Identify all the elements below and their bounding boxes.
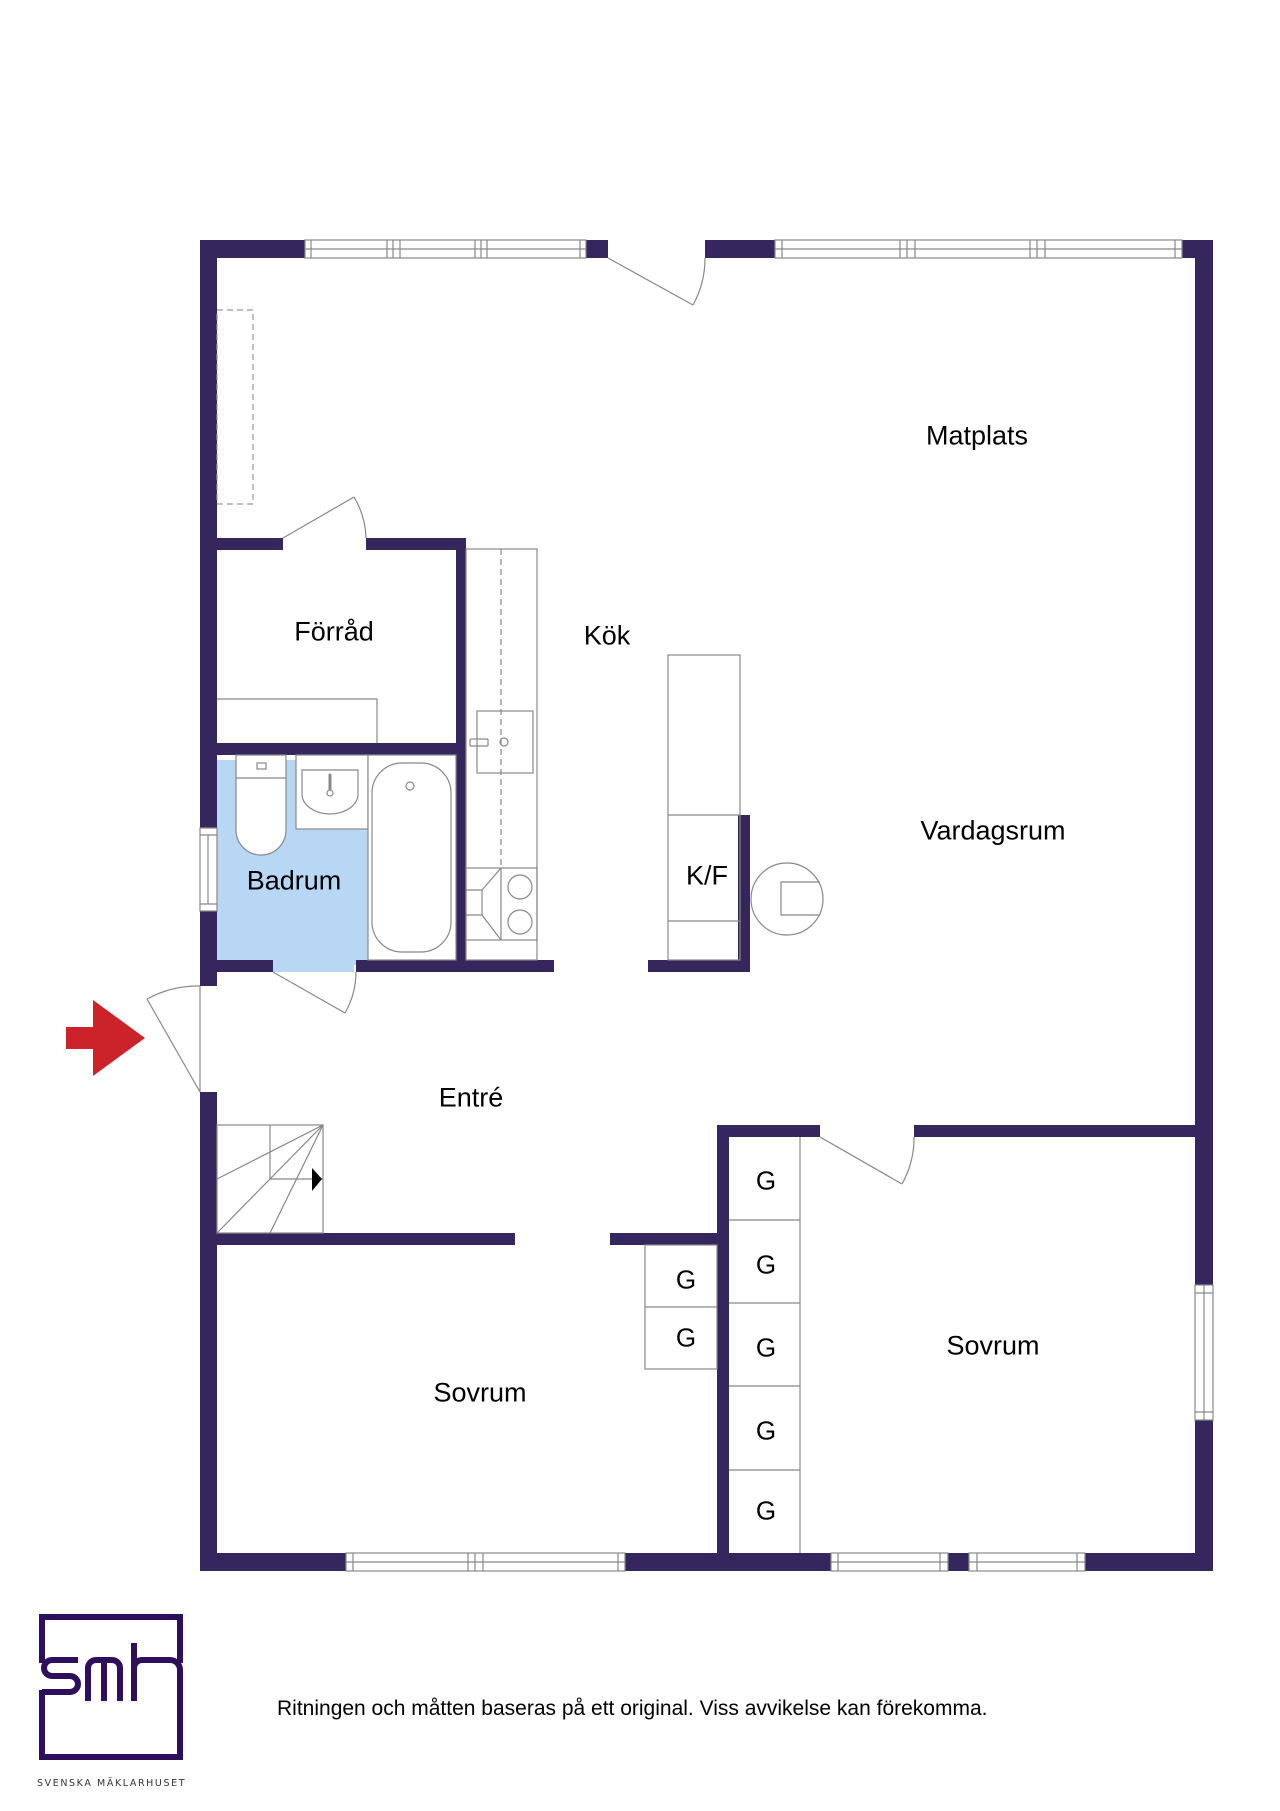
dashed-closet: [216, 309, 254, 505]
entry-arrow-icon: [66, 1000, 145, 1076]
wardrobe-label: G: [755, 1415, 777, 1446]
room-label-sovrum-right: Sovrum: [946, 1330, 1040, 1361]
logo-tagline: SVENSKA MÄKLARHUSET: [37, 1778, 187, 1789]
doors: [146, 257, 915, 1185]
room-label-badrum: Badrum: [246, 865, 342, 896]
logo-letters: [41, 1643, 183, 1701]
disclaimer-note: Ritningen och måtten baseras på ett orig…: [277, 1697, 988, 1720]
kitchen-counter: [465, 548, 538, 961]
room-label-kf: K/F: [685, 860, 729, 891]
room-label-entre: Entré: [438, 1082, 504, 1113]
wardrobe-label: G: [675, 1264, 697, 1295]
room-label-kok: Kök: [583, 620, 631, 651]
room-label-vardagsrum: Vardagsrum: [920, 815, 1066, 846]
wardrobe-label: G: [755, 1249, 777, 1280]
bathroom-fixtures: [235, 754, 457, 961]
wardrobe-label: G: [675, 1322, 697, 1353]
wardrobe-label: G: [755, 1495, 777, 1526]
room-label-matplats: Matplats: [925, 420, 1029, 451]
wardrobes: [644, 1137, 801, 1553]
fridge-freezer-column: [667, 654, 741, 961]
logo-frame: [39, 1614, 183, 1760]
room-label-forrad: Förråd: [294, 616, 374, 647]
outer-walls: [200, 240, 1213, 1571]
staircase: [216, 1124, 324, 1234]
interior-walls: [217, 538, 1213, 1571]
room-label-sovrum-left: Sovrum: [433, 1377, 527, 1408]
wardrobe-label: G: [755, 1332, 777, 1363]
bathroom-floor-door: [272, 960, 354, 972]
storage-shelf: [217, 698, 378, 743]
wardrobe-label: G: [755, 1165, 777, 1196]
windows: [199, 239, 1214, 1572]
stairs-arrow-icon: [312, 1168, 322, 1191]
fireplace: [750, 862, 824, 936]
